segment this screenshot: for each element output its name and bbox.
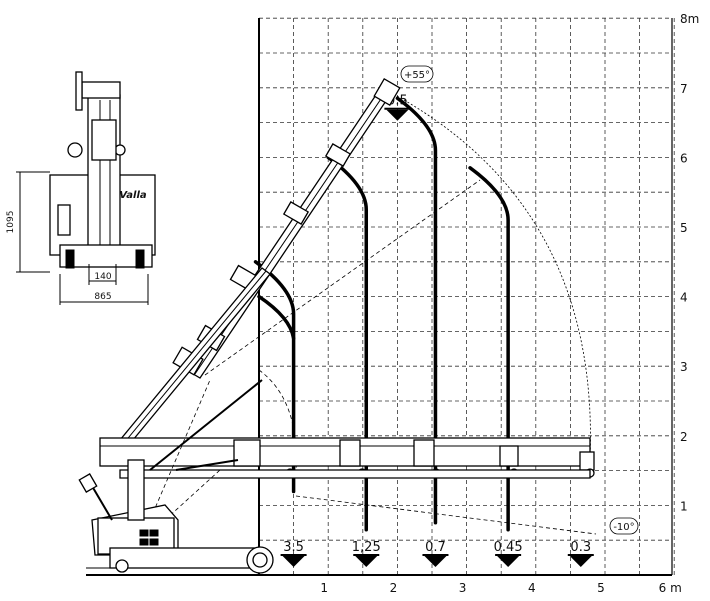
y-tick-label: 4 [680, 291, 688, 305]
y-tick-label: 3 [680, 360, 688, 374]
load-value-label: 3.5 [283, 540, 304, 555]
svg-text:140: 140 [94, 272, 111, 282]
svg-text:Valla: Valla [119, 190, 147, 201]
load-envelope-curve [257, 294, 296, 341]
load-value-label: 0.7 [425, 540, 446, 555]
front-view-inset: 1095 Valla 140 865 [6, 71, 156, 305]
load-marker-bar [353, 554, 380, 556]
y-tick-label: 2 [680, 430, 688, 444]
x-axis-ticks: 1 2 3 4 5 6 m [320, 581, 681, 595]
x-tick-label: 6 m [659, 581, 682, 595]
load-marker-bar [422, 554, 449, 556]
crane-base [78, 459, 274, 574]
load-marker-bar [567, 554, 594, 556]
chart-grid [259, 17, 675, 575]
y-axis-ticks: 1 2 3 4 5 6 7 8m [680, 12, 699, 513]
load-marker-triangle [497, 556, 520, 567]
svg-text:1095: 1095 [6, 211, 16, 234]
load-marker-bar [495, 554, 522, 556]
y-tick-label: 8m [680, 12, 699, 26]
svg-text:865: 865 [94, 292, 111, 302]
min-angle-badge: -10° [609, 517, 639, 535]
svg-text:+55°: +55° [404, 70, 430, 81]
y-tick-label: 6 [680, 151, 688, 165]
x-tick-label: 1 [320, 581, 328, 595]
load-value-label: 0.45 [494, 540, 523, 555]
x-tick-label: 2 [390, 581, 398, 595]
x-tick-label: 5 [597, 581, 605, 595]
y-tick-label: 7 [680, 82, 688, 96]
load-value-label: 1,25 [352, 540, 381, 555]
load-marker-triangle [424, 556, 447, 567]
load-marker-triangle [282, 556, 305, 567]
y-tick-label: 1 [680, 499, 688, 513]
load-value-label: 0.3 [570, 540, 591, 555]
load-envelope-curve [468, 166, 510, 532]
boom-positions [99, 77, 595, 521]
outer-reach-arc [396, 95, 591, 461]
y-tick-label: 5 [680, 221, 688, 235]
x-tick-label: 4 [528, 581, 536, 595]
load-marker-triangle [386, 109, 409, 121]
load-marker-triangle [569, 556, 592, 567]
x-tick-label: 3 [459, 581, 467, 595]
min-angle-line [295, 495, 597, 535]
load-marker-bar [384, 107, 411, 110]
load-marker-bar [280, 554, 307, 556]
load-envelope-curve [395, 96, 438, 525]
max-angle-badge: +55° [400, 65, 434, 83]
svg-text:-10°: -10° [613, 522, 634, 533]
load-marker-triangle [355, 556, 378, 567]
